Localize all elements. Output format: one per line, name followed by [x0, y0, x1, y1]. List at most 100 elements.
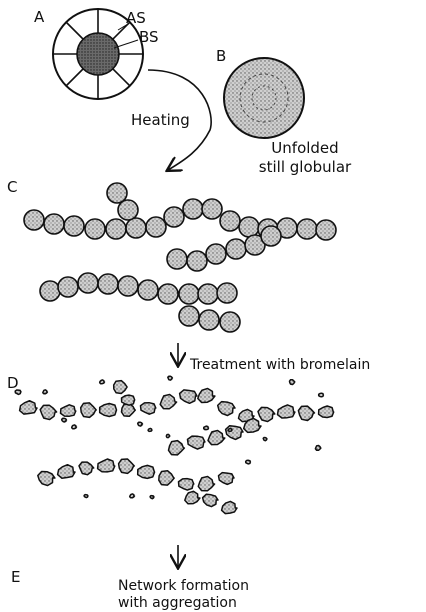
- label-with-aggregation: with aggregation: [118, 595, 237, 611]
- fragment-0: [20, 401, 37, 414]
- globule-10: [220, 211, 240, 231]
- panel-label-b: B: [216, 47, 226, 65]
- fragment-12: [258, 407, 275, 421]
- globule-18: [167, 249, 187, 269]
- globule-0: [24, 210, 44, 230]
- fragment-34: [203, 494, 218, 506]
- debris-3: [72, 425, 77, 429]
- globule-5: [126, 218, 146, 238]
- fragment-25: [79, 462, 94, 475]
- fragment-28: [138, 465, 155, 478]
- fragment-33: [185, 491, 200, 504]
- fragment-7: [160, 395, 176, 409]
- fragment-20: [208, 431, 225, 445]
- fragment-32: [219, 473, 235, 485]
- fragment-19: [188, 436, 205, 449]
- debris-9: [319, 393, 324, 397]
- debris-6: [168, 376, 173, 380]
- fragment-23: [38, 472, 55, 486]
- globule-9: [202, 199, 222, 219]
- debris-16: [100, 380, 105, 384]
- fragment-10: [218, 402, 235, 416]
- fragment-21: [226, 426, 243, 440]
- fragment-4: [100, 404, 117, 417]
- debris-18: [228, 428, 232, 431]
- label-unfolded: Unfolded: [271, 139, 338, 157]
- fragment-9: [198, 389, 215, 403]
- fragment-16: [114, 381, 127, 394]
- globule-7: [164, 207, 184, 227]
- fragment-17: [122, 395, 135, 405]
- debris-14: [130, 494, 135, 498]
- fragment-29: [159, 471, 174, 485]
- globule-11: [239, 217, 259, 237]
- debris-13: [84, 495, 88, 498]
- panel-label-a: A: [34, 8, 45, 26]
- debris-12: [315, 446, 321, 451]
- fragment-6: [141, 403, 156, 415]
- debris-11: [246, 460, 251, 464]
- fragment-18: [169, 441, 185, 455]
- fragment-1: [40, 405, 56, 419]
- globule-17: [118, 200, 138, 220]
- fragment-13: [278, 405, 295, 418]
- label-still-globular: still globular: [259, 158, 352, 176]
- panel-label-d: D: [7, 374, 19, 392]
- fragment-2: [61, 405, 76, 417]
- globule-4: [106, 219, 126, 239]
- fragment-3: [81, 403, 97, 418]
- globule-8: [183, 199, 203, 219]
- debris-4: [138, 422, 143, 426]
- label-as: AS: [126, 9, 146, 27]
- globule-27: [98, 274, 118, 294]
- globule-15: [316, 220, 336, 240]
- globule-1: [44, 214, 64, 234]
- globule-30: [158, 284, 178, 304]
- globule-35: [199, 310, 219, 330]
- fragment-26: [98, 459, 115, 472]
- label-heating: Heating: [131, 111, 190, 129]
- globule-23: [261, 226, 281, 246]
- globule-32: [198, 284, 218, 304]
- fragment-27: [119, 459, 135, 473]
- debris-1: [43, 390, 48, 394]
- label-bs: BS: [139, 28, 159, 46]
- fragment-8: [180, 390, 197, 403]
- fragment-15: [319, 406, 334, 418]
- debris-2: [62, 418, 67, 422]
- debris-15: [150, 496, 154, 499]
- globule-24: [40, 281, 60, 301]
- globule-34: [179, 306, 199, 326]
- globule-14: [297, 219, 317, 239]
- chains-d: [15, 376, 334, 513]
- debris-8: [290, 380, 295, 385]
- panel-label-e: E: [11, 568, 20, 586]
- globule-20: [206, 244, 226, 264]
- fragment-30: [179, 479, 194, 491]
- globule-26: [78, 273, 98, 293]
- debris-17: [263, 438, 267, 441]
- globule-6: [146, 217, 166, 237]
- globule-29: [138, 280, 158, 300]
- label-network-formation: Network formation: [118, 578, 249, 594]
- globule-2: [64, 216, 84, 236]
- panel-b-molecule: [224, 58, 304, 138]
- bs-core: [77, 33, 119, 75]
- fragment-24: [58, 465, 75, 479]
- debris-10: [166, 434, 169, 437]
- globule-19: [187, 251, 207, 271]
- globule-21: [226, 239, 246, 259]
- chains-c: [24, 183, 336, 332]
- fragment-14: [298, 406, 314, 420]
- globule-31: [179, 284, 199, 304]
- debris-5: [148, 428, 152, 431]
- globule-3: [85, 219, 105, 239]
- globule-36: [220, 312, 240, 332]
- fragment-31: [198, 477, 214, 491]
- panel-label-c: C: [7, 178, 17, 196]
- globule-25: [58, 277, 78, 297]
- debris-7: [204, 426, 209, 430]
- fragment-35: [222, 501, 237, 513]
